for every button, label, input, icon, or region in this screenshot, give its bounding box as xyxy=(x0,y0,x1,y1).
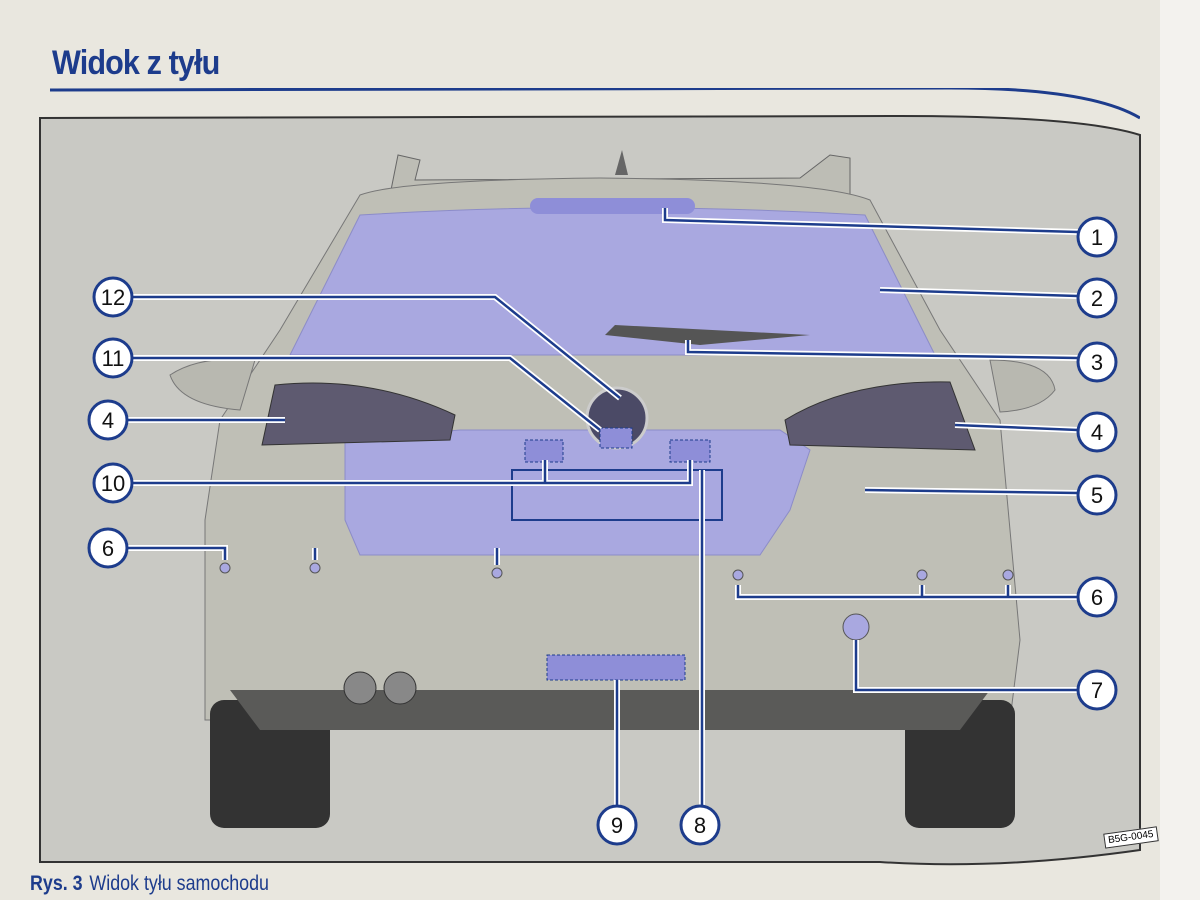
page-title: Widok z tyłu xyxy=(52,44,220,82)
figure-caption: Rys. 3 Widok tyłu samochodu xyxy=(30,872,269,896)
tow-hook-cover xyxy=(842,613,870,641)
leader-line-c10 xyxy=(132,460,692,485)
callout-c5: 5 xyxy=(1076,474,1118,516)
licence-plate-area xyxy=(511,469,723,521)
caption-text: Widok tyłu samochodu xyxy=(89,872,269,895)
callout-c11: 11 xyxy=(92,337,134,379)
leader-line-c1 xyxy=(663,208,1079,234)
parking-sensor xyxy=(309,562,321,574)
callout-number: 7 xyxy=(1091,678,1103,703)
callout-c9: 9 xyxy=(596,804,638,846)
plate-light-left xyxy=(524,439,564,463)
parking-sensor xyxy=(491,567,503,579)
callout-c12: 12 xyxy=(92,276,134,318)
camera-area xyxy=(599,427,633,449)
exhaust-left xyxy=(343,671,377,705)
callout-number: 5 xyxy=(1091,483,1103,508)
callout-c6l: 6 xyxy=(87,527,129,569)
parking-sensor xyxy=(219,562,231,574)
callout-number: 9 xyxy=(611,813,623,838)
adjacent-page-edge xyxy=(1160,0,1200,900)
leader-line-c2 xyxy=(879,288,1079,298)
callout-c3: 3 xyxy=(1076,341,1118,383)
brake-light xyxy=(530,198,695,214)
tailgate xyxy=(344,429,811,556)
parking-sensor xyxy=(732,569,744,581)
callout-c10: 10 xyxy=(92,462,134,504)
callout-number: 1 xyxy=(1091,225,1103,250)
leader-line-c6r xyxy=(736,585,1078,599)
wiper xyxy=(605,325,810,345)
leader-line-c5 xyxy=(864,488,1079,495)
callout-c4r: 4 xyxy=(1076,411,1118,453)
right-wheel xyxy=(905,700,1015,828)
title-rule xyxy=(50,88,1140,120)
callout-number: 8 xyxy=(694,813,706,838)
leader-line-c12 xyxy=(132,295,621,399)
parking-sensors xyxy=(219,562,1014,581)
bumper-lower xyxy=(230,690,990,730)
callout-number: 6 xyxy=(102,536,114,561)
right-mirror xyxy=(989,359,1056,413)
callout-number: 4 xyxy=(102,408,114,433)
callout-c8: 8 xyxy=(679,804,721,846)
callout-number: 12 xyxy=(101,285,125,310)
leader-line-c11 xyxy=(132,356,601,431)
callout-c6r: 6 xyxy=(1076,576,1118,618)
callout-c1: 1 xyxy=(1076,216,1118,258)
callout-leaders xyxy=(127,208,1079,806)
left-tail-light xyxy=(261,382,456,446)
left-mirror xyxy=(169,358,256,411)
callout-c4l: 4 xyxy=(87,399,129,441)
parking-sensor xyxy=(916,569,928,581)
leader-line-c3 xyxy=(686,340,1079,360)
right-tail-light xyxy=(784,381,976,451)
callout-number: 3 xyxy=(1091,350,1103,375)
callout-number: 11 xyxy=(102,346,125,371)
callout-number: 6 xyxy=(1091,585,1103,610)
leader-line-c4r xyxy=(954,423,1079,432)
caption-label: Rys. 3 xyxy=(30,872,83,895)
rear-fog-light xyxy=(546,654,686,681)
plate-light-right xyxy=(669,439,711,463)
antenna xyxy=(615,150,628,175)
callout-number: 10 xyxy=(101,471,125,496)
exhaust-right xyxy=(383,671,417,705)
callout-c2: 2 xyxy=(1076,277,1118,319)
parking-sensor xyxy=(1002,569,1014,581)
callout-number: 2 xyxy=(1091,286,1103,311)
callout-number: 4 xyxy=(1091,420,1103,445)
leader-line-c7 xyxy=(854,640,1078,692)
callout-c7: 7 xyxy=(1076,669,1118,711)
left-wheel xyxy=(210,700,330,828)
leader-line-c6l xyxy=(127,546,499,565)
